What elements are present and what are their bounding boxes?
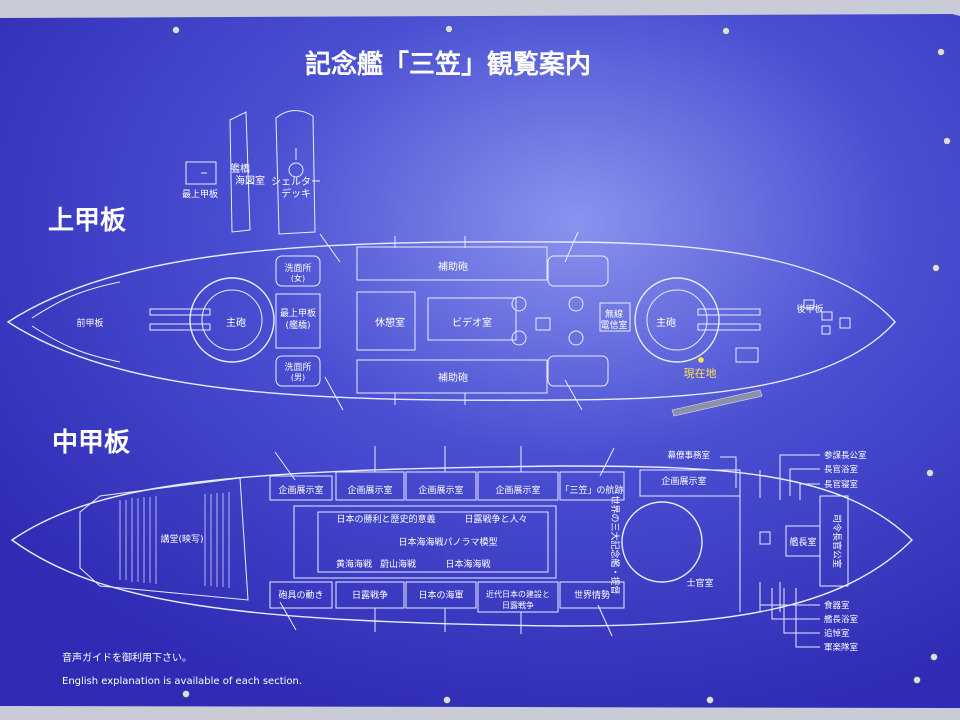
lecture-hall-label: 講堂(映写): [160, 533, 203, 545]
middle-deck-heading: 中甲板: [52, 428, 130, 458]
page-title: 記念艦「三笠」観覧案内: [305, 49, 591, 80]
upper-inset: [185, 110, 316, 235]
middle-deck-plan: [10, 446, 913, 648]
aft-deck-label: 後甲板: [796, 303, 823, 315]
topmost-deck-label: 最上甲板: [182, 188, 218, 200]
callout-commander-bedroom: 長官寝室: [824, 479, 859, 490]
shelter-deck-label-2: デッキ: [281, 187, 311, 200]
victory-history-label: 日本の勝利と歴史的意義: [336, 513, 435, 525]
audio-guide-note: 音声ガイドを御利用下さい。: [62, 651, 192, 664]
chart-room-label: 海図室: [235, 174, 265, 187]
world-memorial-label: 世界の三大記念艦・提督: [609, 495, 621, 594]
panorama-label: 日本海海戦パノラマ模型: [398, 536, 497, 548]
board-panel: [0, 14, 960, 708]
washroom-male-label: 洗面所: [284, 361, 311, 373]
shelter-deck-label-1: シェルター: [271, 176, 321, 188]
exhibit-room-2: 企画展示室: [347, 484, 392, 496]
washroom-male-sub: (男): [291, 373, 305, 382]
ulsan-label: 蔚山海戦: [380, 558, 416, 570]
mikasa-voyage-label: 「三笠」の航跡: [560, 484, 623, 496]
callout-memorial-room: 追悼室: [824, 628, 850, 639]
exhibit-room-4: 企画展示室: [495, 484, 540, 496]
gun-movement-label: 砲具の動き: [278, 589, 323, 601]
japan-navy-label: 日本の海軍: [418, 589, 463, 601]
modern-japan-label-2: 日露戦争: [502, 600, 534, 610]
exhibit-room-5: 企画展示室: [661, 475, 706, 487]
callout-band-room: 軍楽隊室: [824, 642, 859, 653]
russo-war-label: 日露戦争: [352, 589, 388, 601]
washroom-female-label: 洗面所: [284, 262, 311, 274]
radio-room-label-1: 無線: [605, 308, 623, 320]
callout-staff-office: 幕僚事務室: [667, 450, 710, 461]
captain-room-label: 艦長室: [789, 536, 816, 548]
topmost-bridge-label-2: (艦橋): [285, 319, 310, 331]
exhibit-room-1: 企画展示室: [278, 484, 323, 496]
upper-deck-heading: 上甲板: [48, 206, 126, 236]
secondary-gun-bottom-label: 補助砲: [438, 371, 468, 384]
war-people-label: 日露戦争と人々: [464, 513, 527, 525]
callout-chief-staff: 参謀長公室: [824, 450, 867, 461]
current-location-label: 現在地: [684, 367, 717, 380]
screws: [172, 25, 951, 704]
commander-room-label: 司令長官公室: [831, 514, 843, 568]
topmost-bridge-label-1: 最上甲板: [280, 307, 316, 319]
yellow-sea-label: 黄海海戦: [336, 558, 372, 570]
officers-room-label: 士官室: [686, 577, 713, 589]
upper-deck-plan: [6, 231, 896, 417]
rest-room-label: 休憩室: [375, 316, 405, 329]
washroom-female-sub: (女): [291, 273, 305, 283]
fore-deck-label: 前甲板: [76, 317, 103, 329]
radio-room-label-2: 電信室: [600, 319, 627, 331]
video-room-label: ビデオ室: [452, 316, 492, 329]
secondary-gun-top-label: 補助砲: [438, 260, 468, 273]
modern-japan-label-1: 近代日本の建設と: [486, 589, 550, 599]
callout-captain-bath: 艦長浴室: [824, 614, 859, 625]
exhibit-room-3: 企画展示室: [418, 484, 463, 496]
japan-sea-label: 日本海海戦: [445, 558, 490, 570]
world-affairs-label: 世界情勢: [574, 589, 610, 601]
callout-pantry: 食器室: [824, 600, 850, 611]
callout-commander-bath: 長官浴室: [824, 464, 859, 475]
english-note: English explanation is available of each…: [62, 676, 302, 687]
fore-gun-label: 主砲: [226, 316, 246, 329]
bridge-label: 艦橋: [230, 162, 250, 175]
aft-gun-label: 主砲: [656, 316, 676, 329]
